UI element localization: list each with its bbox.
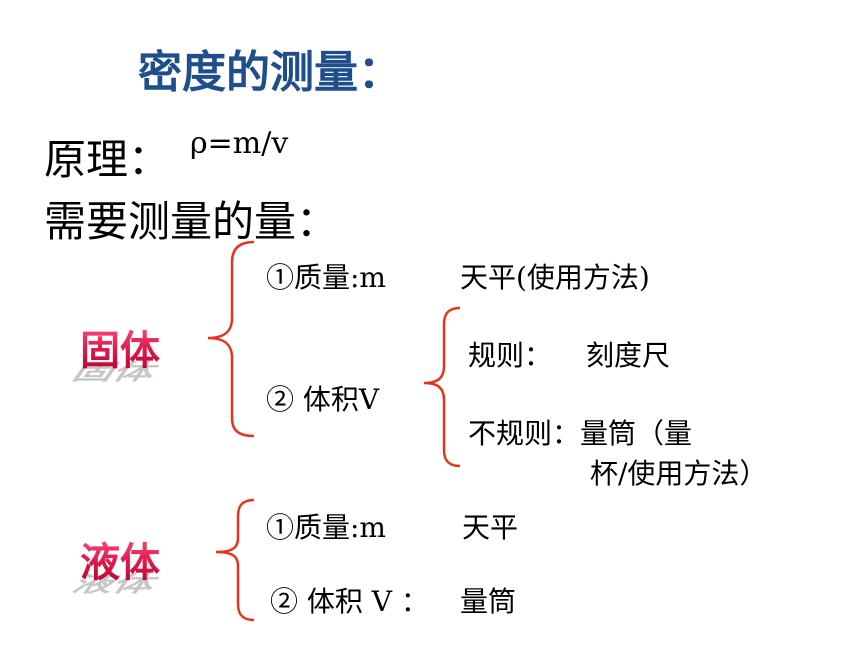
solid-volume: ② 体积V [266,383,380,416]
solid-mass: ①质量:m [266,261,386,294]
irregular-label: 不规则：量筒（量 [468,417,693,450]
liquid-volume-tool: 量筒 [460,585,517,618]
solid-mass-tool: 天平(使用方法) [460,261,650,294]
liquid-mass-tool: 天平 [462,511,519,544]
density-formula: ρ=m/v [190,126,289,161]
solid-label: 固体 [80,318,160,376]
liquid-volume: ② 体积 V ： [270,585,429,618]
regular-label: 规则： [468,339,553,372]
slide-title: 密度的测量： [138,47,402,98]
quantities-heading: 需要测量的量： [44,197,339,246]
regular-tool: 刻度尺 [586,339,671,372]
liquid-label: 液体 [80,530,160,588]
irregular-label-cont: 杯/使用方法） [590,457,768,490]
liquid-label-group: 液体 液体 [67,530,165,597]
liquid-mass: ①质量:m [266,511,386,544]
principle-label: 原理： [44,135,171,184]
solid-label-group: 固体 固体 [67,318,165,385]
